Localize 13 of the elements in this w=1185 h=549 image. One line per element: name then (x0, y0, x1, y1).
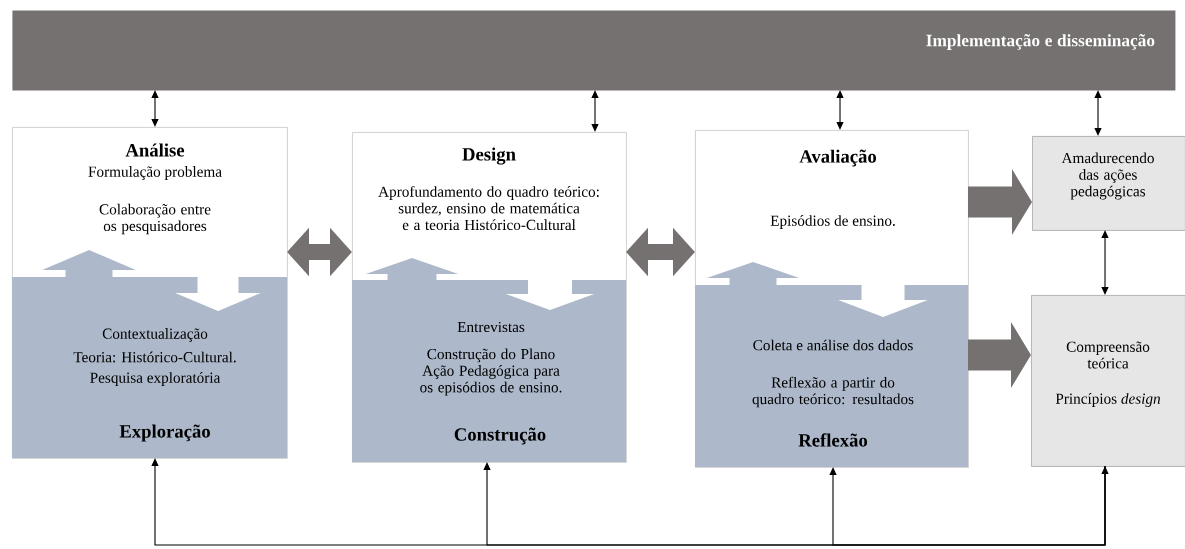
feedback-arrow (829, 465, 1106, 546)
outcome-box: Compreensão teórica Princípios design (1031, 295, 1185, 467)
double-arrow (591, 90, 599, 132)
double-arrow (151, 90, 159, 127)
double-arrow (836, 90, 844, 130)
phase-box: Análise Formulação problema Colaboração entre os pesquisadores Contextualização Teoria: Histórico-Cultural. Pesquisa exploratória Exploração (12, 127, 288, 459)
double-arrow (1094, 90, 1102, 136)
phase-box: Avaliação Episódios de ensino. Coleta e análise dos dados Reflexão a partir do quadro teórico: resultados Reflexão (695, 130, 969, 468)
double-arrow (1101, 230, 1109, 295)
outcome-box: Amadurecendo das ações pedagógicas (1032, 136, 1185, 231)
banner-band: Implementação e disseminação (12, 10, 1176, 91)
feedback-arrow (151, 458, 1109, 546)
phase-box: Design Aprofundamento do quadro teórico: surdez, ensino de matemática e a teoria Histórico-Cultural Entrevistas Construção do Plano Ação Pedagógica para os episódios de ensino. Construção (352, 132, 627, 463)
